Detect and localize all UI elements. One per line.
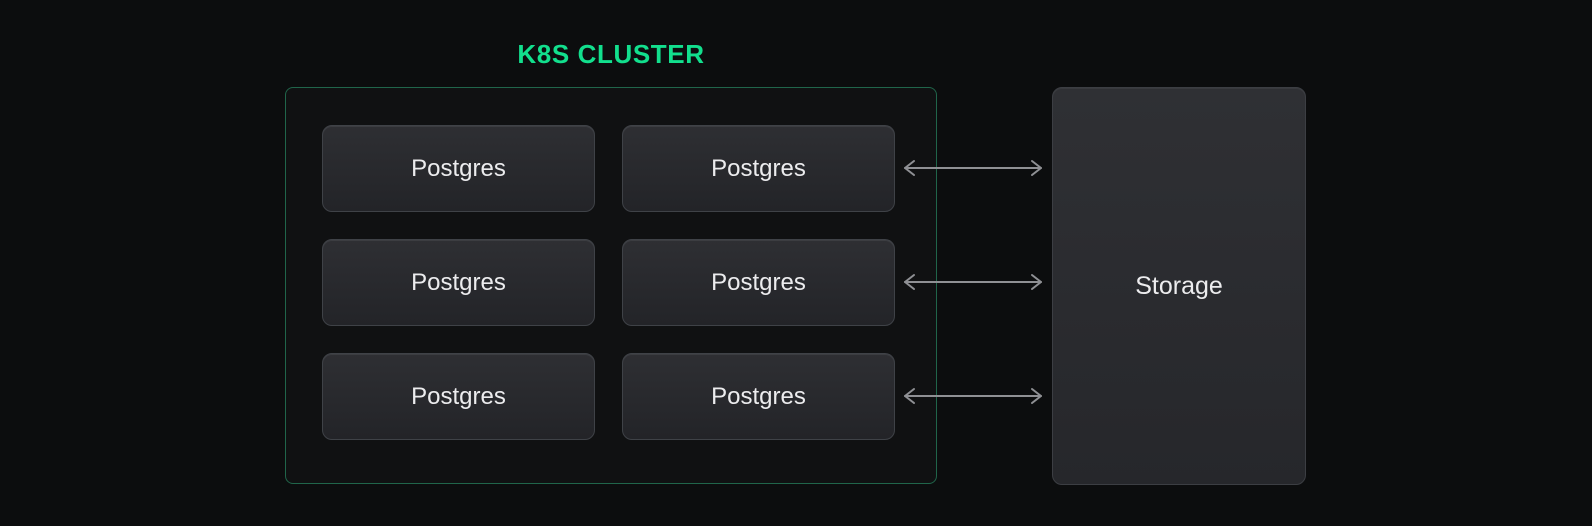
- postgres-node: Postgres: [622, 125, 895, 212]
- postgres-node-label: Postgres: [411, 154, 506, 182]
- postgres-node: Postgres: [622, 353, 895, 440]
- k8s-cluster-title: K8S CLUSTER: [517, 39, 705, 69]
- postgres-node-label: Postgres: [411, 382, 506, 410]
- postgres-node-label: Postgres: [711, 268, 806, 296]
- postgres-node: Postgres: [322, 353, 595, 440]
- k8s-cluster-boundary: [285, 87, 937, 484]
- storage-node: Storage: [1052, 87, 1306, 485]
- bidirectional-arrow-icon: [904, 160, 1042, 176]
- postgres-node-label: Postgres: [711, 154, 806, 182]
- postgres-node: Postgres: [322, 125, 595, 212]
- postgres-node: Postgres: [322, 239, 595, 326]
- bidirectional-arrow-icon: [904, 274, 1042, 290]
- storage-node-label: Storage: [1135, 271, 1223, 300]
- postgres-node-label: Postgres: [411, 268, 506, 296]
- postgres-node: Postgres: [622, 239, 895, 326]
- bidirectional-arrow-icon: [904, 388, 1042, 404]
- postgres-node-label: Postgres: [711, 382, 806, 410]
